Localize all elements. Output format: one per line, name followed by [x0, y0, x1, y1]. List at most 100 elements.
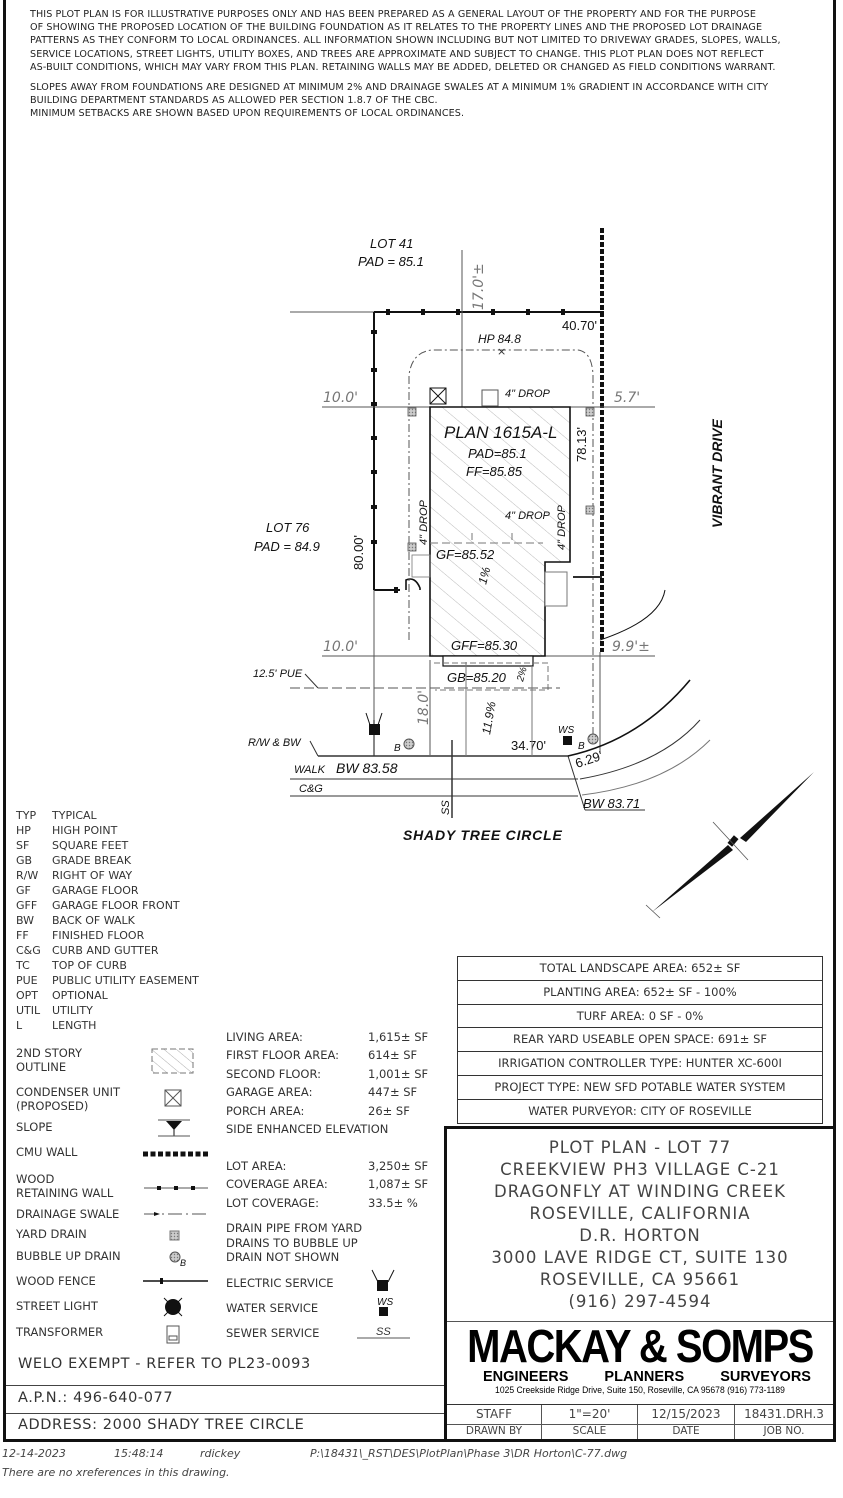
notes-paragraph-1: THIS PLOT PLAN IS FOR ILLUSTRATIVE PURPO… — [30, 8, 820, 74]
condenser-unit — [429, 387, 447, 405]
client-city: ROSEVILLE, CA 95661 — [539, 1270, 741, 1289]
dim-front-width: 34.70' — [511, 738, 546, 753]
drawn-by-label: DRAWN BY — [465, 1425, 523, 1437]
plan-gb: GB=85.20 — [447, 670, 507, 685]
lot76-pad: PAD = 84.9 — [254, 539, 320, 554]
legend-water: WATER SERVICE — [226, 1301, 319, 1315]
building-footprint — [429, 406, 571, 657]
street-light-icon — [163, 1297, 183, 1317]
plot-time: 15:48:14 — [114, 1447, 164, 1460]
project-line: CREEKVIEW PH3 VILLAGE C-21 — [500, 1160, 780, 1179]
divider — [6, 1413, 444, 1414]
landscape-row: TURF AREA: 0 SF - 0% — [458, 1005, 822, 1029]
note-line: SERVICE LOCATIONS, STREET LIGHTS, UTILIT… — [30, 48, 764, 60]
dim-right-setback-bottom: 9.9'± — [612, 639, 650, 655]
plan-gf: GF=85.52 — [436, 547, 495, 562]
lot41-name: LOT 41 — [370, 236, 413, 251]
legend-slope: SLOPE — [16, 1120, 53, 1134]
notes-paragraph-2: SLOPES AWAY FROM FOUNDATIONS ARE DESIGNE… — [30, 81, 820, 121]
plan-ff: FF=85.85 — [466, 464, 523, 479]
walk-label: WALK — [294, 764, 326, 776]
job-no-value: 18431.DRH.3 — [735, 1405, 833, 1425]
ss-tag: SS — [376, 1326, 391, 1338]
plan-pad: PAD=85.1 — [468, 446, 527, 461]
area-row: SIDE ENHANCED ELEVATION — [226, 1122, 389, 1136]
street-frontage — [290, 662, 645, 818]
svg-text:B: B — [180, 1258, 186, 1268]
note-line: MINIMUM SETBACKS ARE SHOWN BASED UPON RE… — [30, 108, 465, 120]
legend-drainage-swale: DRAINAGE SWALE — [16, 1207, 120, 1221]
plot-user: rdickey — [200, 1447, 241, 1460]
yard-drains — [407, 407, 595, 552]
apn: A.P.N.: 496-640-077 — [18, 1390, 174, 1406]
firm-name: MACKAY & SOMPS — [467, 1321, 814, 1373]
dim-rear-width: 40.70' — [562, 318, 597, 333]
drop-label-left: 4" DROP — [418, 499, 430, 545]
file-path: P:\18431\_RST\DES\PlotPlan\Phase 3\DR Ho… — [310, 1447, 628, 1460]
note-line: AS-BUILT CONDITIONS, WHICH MAY VARY FROM… — [30, 61, 776, 73]
note-line: PATTERNS AS THEY CONFORM TO LOCAL ORDINA… — [30, 35, 781, 47]
bubble-up-icon: B — [169, 1251, 186, 1268]
project-line: ROSEVILLE, CALIFORNIA — [529, 1204, 751, 1223]
area-row: LIVING AREA:1,615± SF — [226, 1030, 429, 1044]
title-block: PLOT PLAN - LOT 77 CREEKVIEW PH3 VILLAGE… — [444, 1126, 836, 1442]
drop-label-center: 4" DROP — [505, 510, 551, 522]
area-row: LOT AREA:3,250± SF — [226, 1159, 429, 1173]
garage-apron — [442, 655, 534, 667]
bubble-b-right: B — [578, 741, 585, 752]
wood-fence-rear — [290, 309, 604, 315]
landscape-row: IRRIGATION CONTROLLER TYPE: HUNTER XC-60… — [458, 1052, 822, 1076]
hp-label: HP 84.8 — [478, 332, 521, 346]
lot41-pad: PAD = 85.1 — [358, 254, 424, 269]
note-line: OF SHOWING THE PROPOSED LOCATION OF THE … — [30, 22, 763, 34]
job-no-label: JOB NO. — [763, 1425, 805, 1437]
dim-left-setback-top: 10.0' — [323, 390, 358, 406]
water-service-legend-icon — [379, 1307, 388, 1316]
sheet-border — [3, 0, 836, 1442]
client-phone: (916) 297-4594 — [568, 1292, 712, 1311]
yard-drain-icon — [169, 1230, 180, 1241]
area-row: FIRST FLOOR AREA:614± SF — [226, 1048, 418, 1062]
landscape-row: PROJECT TYPE: NEW SFD POTABLE WATER SYST… — [458, 1076, 822, 1100]
bw-left: BW 83.58 — [336, 760, 398, 776]
date-label: DATE — [672, 1425, 700, 1437]
firm-disciplines: ENGINEERS PLANNERS SURVEYORS — [483, 1369, 811, 1385]
sheet-title: PLOT PLAN - LOT 77 — [548, 1138, 732, 1157]
note-line: THIS PLOT PLAN IS FOR ILLUSTRATIVE PURPO… — [30, 9, 756, 20]
note-line: SLOPES AWAY FROM FOUNDATIONS ARE DESIGNE… — [30, 82, 769, 94]
plan-gff: GFF=85.30 — [451, 638, 518, 653]
plot-date: 12-14-2023 — [2, 1447, 66, 1460]
drainage-swale — [408, 349, 594, 740]
ws-tag: WS — [377, 1297, 393, 1308]
dim-right-depth: 78.13' — [574, 427, 589, 462]
plan-name: PLAN 1615A-L — [444, 423, 557, 442]
water-service-icon — [563, 736, 572, 745]
legend-yard-drain: YARD DRAIN — [16, 1227, 87, 1241]
scale-value: 1"=20' — [542, 1405, 637, 1425]
landscape-row: REAR YARD USEABLE OPEN SPACE: 691± SF — [458, 1028, 822, 1053]
street-name-bottom: SHADY TREE CIRCLE — [403, 827, 563, 843]
project-info: PLOT PLAN - LOT 77 CREEKVIEW PH3 VILLAGE… — [447, 1129, 833, 1313]
area-row: PORCH AREA:26± SF — [226, 1104, 410, 1118]
dim-lot-depth: 80.00' — [351, 535, 366, 570]
xref-note: There are no xreferences in this drawing… — [2, 1466, 230, 1479]
landscape-row: PLANTING AREA: 652± SF - 100% — [458, 981, 822, 1005]
wood-fence-icon — [143, 1278, 208, 1284]
area-row: SECOND FLOOR:1,001± SF — [226, 1067, 429, 1081]
bw-right: BW 83.71 — [583, 796, 640, 811]
electric-service-icon — [365, 712, 383, 756]
